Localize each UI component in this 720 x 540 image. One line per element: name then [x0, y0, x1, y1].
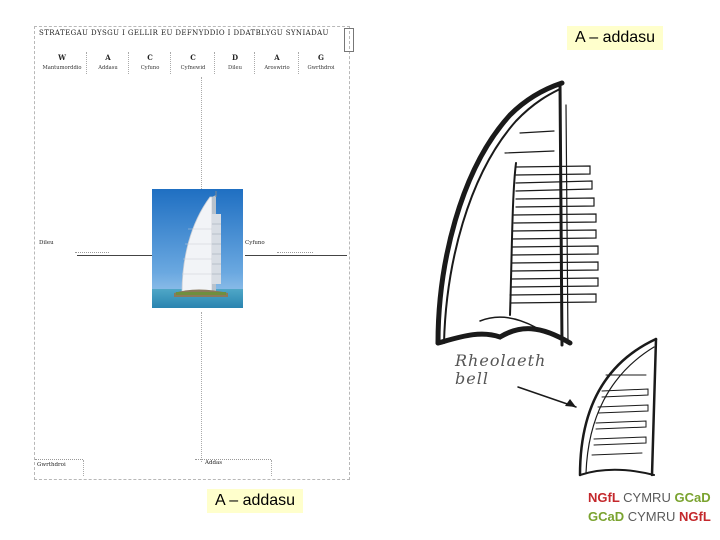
column-letter: G [318, 53, 324, 62]
guide-line-lower [201, 312, 202, 462]
column-c1: C Cyfuno [128, 52, 171, 74]
column-word: Aroswirio [264, 65, 290, 71]
column-word: Dileu [228, 65, 242, 71]
caption-top: A – addasu [567, 26, 664, 50]
column-d: D Dileu [214, 52, 255, 74]
column-w: W Mantumorddio [38, 52, 86, 74]
label-cyfuno: Cyfuno [245, 240, 265, 246]
caption-bottom: A – addasu [207, 489, 304, 513]
logo-ngfl: NGfL [679, 509, 711, 524]
column-a2: A Aroswirio [254, 52, 299, 74]
column-letter: C [147, 53, 153, 62]
logo-gcad: GCaD [674, 490, 711, 505]
connector-right [245, 255, 347, 256]
box-edge-bottom-left [83, 460, 84, 476]
sketch-note-line2: bell [455, 369, 489, 388]
column-letter: A [274, 53, 280, 62]
column-g: G Gwrthdroi [298, 52, 343, 74]
answer-line-bottom-left [35, 459, 83, 460]
column-letter: A [105, 53, 111, 62]
column-letter: W [58, 53, 66, 62]
label-gwrthdroi: Gwrthdroi [37, 462, 66, 468]
logo-cymru: CYMRU [623, 490, 671, 505]
worksheet-page: STRATEGAU DYSGU I GELLIR EU DEFNYDDIO I … [34, 26, 354, 480]
column-word: Gwrthdroi [307, 65, 335, 71]
column-word: Cyfuno [140, 65, 160, 71]
column-word: Addasu [98, 65, 118, 71]
box-edge-bottom-mid [271, 460, 272, 476]
sketch-note-line1: Rheolaeth [455, 351, 547, 370]
logo-cymru: CYMRU [627, 509, 676, 524]
column-word: Mantumorddio [42, 65, 82, 71]
logo-ngfl: NGfL [588, 490, 620, 505]
answer-line-bottom-mid [195, 459, 271, 460]
logo-row-2: GCaD CYMRU NGfL [588, 507, 711, 526]
answer-line-left [75, 252, 109, 253]
logo-gcad: GCaD [588, 509, 625, 524]
title-corner-box [344, 28, 354, 52]
sketch-note: Rheolaeth bell [455, 352, 546, 388]
logo-row-1: NGfL CYMRU GCaD [588, 488, 711, 507]
connector-left [77, 255, 153, 256]
worksheet-title: STRATEGAU DYSGU I GELLIR EU DEFNYDDIO I … [39, 29, 329, 37]
label-dileu: Dileu [39, 240, 54, 246]
burj-al-arab-photo [152, 189, 243, 308]
ngfl-cymru-logo: NGfL CYMRU GCaD GCaD CYMRU NGfL [588, 488, 711, 526]
guide-line-upper [201, 77, 202, 241]
answer-line-right [277, 252, 313, 253]
column-letter: C [190, 53, 196, 62]
column-letter: D [231, 53, 239, 62]
column-word: Cyfnewid [180, 65, 206, 71]
label-addas: Addas [205, 460, 223, 466]
column-c2: C Cyfnewid [170, 52, 215, 74]
strategy-columns: W Mantumorddio A Addasu C Cyfuno C Cyfne… [38, 52, 342, 74]
column-a: A Addasu [86, 52, 129, 74]
building-sketch [420, 75, 670, 485]
